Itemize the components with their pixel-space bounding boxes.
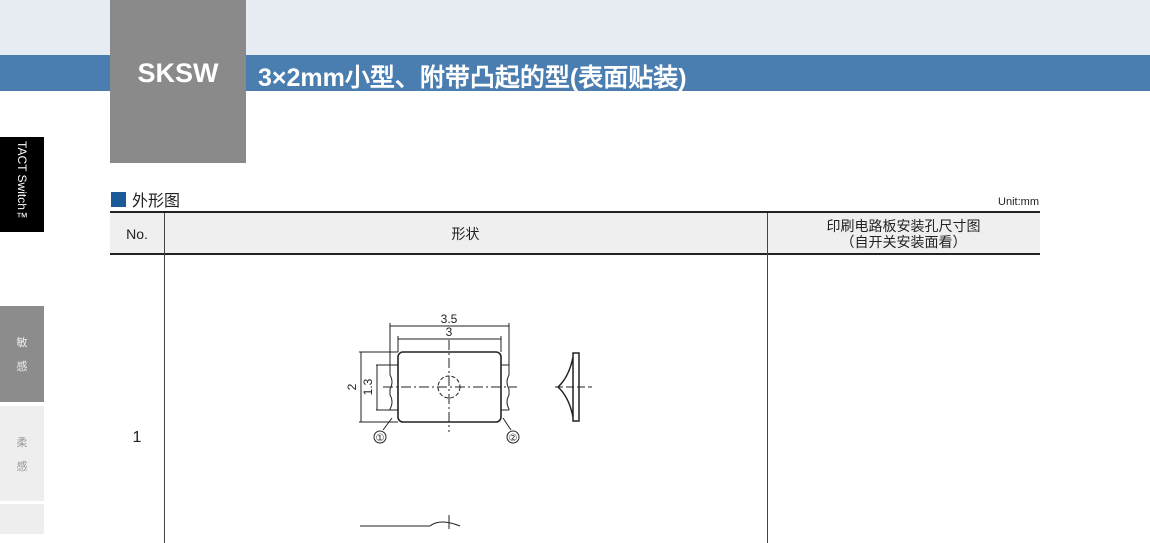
series-code-box <box>110 0 246 163</box>
side-tab-label: TACT Switch™ <box>15 141 29 224</box>
unit-label: Unit:mm <box>998 196 1039 208</box>
row-number: 1 <box>132 429 142 446</box>
dim-terminal: 1.3 <box>361 378 375 395</box>
header-pcb-line2: （自开关安装面看） <box>840 234 967 250</box>
center-lines <box>383 340 517 432</box>
section-title: 外形图 <box>132 193 181 210</box>
terminal-2-label: ② <box>509 433 518 444</box>
side-tab-label: 敏 <box>16 337 28 349</box>
series-code: SKSW <box>137 58 219 88</box>
second-drawing-partial <box>360 515 461 529</box>
side-tab-label: 感 <box>16 460 28 473</box>
side-tab-soft[interactable]: 柔感 <box>0 406 44 501</box>
dim-height: 2 <box>345 383 359 390</box>
table-header <box>110 213 1040 255</box>
height-dimensions <box>359 351 398 423</box>
dim-width-outer: 3.5 <box>441 312 458 326</box>
side-tab-sensitive[interactable]: 敏感 <box>0 306 44 402</box>
header-shape: 形状 <box>451 226 480 242</box>
terminal-2 <box>501 364 510 411</box>
dim-width-inner: 3 <box>446 325 453 339</box>
terminal-leaders <box>382 417 512 431</box>
side-tab-tact-switch[interactable]: TACT Switch™ <box>0 137 44 232</box>
terminal-1-marker <box>373 430 387 444</box>
terminal-2-marker <box>506 430 520 444</box>
side-tab-label: 感 <box>16 361 28 373</box>
header-pcb-line1: 印刷电路板安装孔尺寸图 <box>826 218 981 234</box>
terminal-1 <box>389 364 398 411</box>
column-divider <box>164 213 165 543</box>
section-square-icon <box>111 191 126 207</box>
header-pcb: 印刷电路板安装孔尺寸图（自开关安装面看） <box>767 213 1040 255</box>
width-dimensions <box>389 323 510 365</box>
page-title: 3×2mm小型、附带凸起的型(表面贴装) <box>258 64 687 92</box>
switch-outline-drawing: 3.5 3 2 1.3 ① ② <box>345 312 592 529</box>
section-heading: 外形图 <box>111 187 180 211</box>
terminal-1-label: ① <box>376 433 385 444</box>
outline-table: No. 形状 印刷电路板安装孔尺寸图（自开关安装面看） 1 <box>110 211 1040 543</box>
side-tab-label: 柔 <box>16 436 28 449</box>
column-divider <box>767 213 768 543</box>
header-no: No. <box>126 226 148 242</box>
